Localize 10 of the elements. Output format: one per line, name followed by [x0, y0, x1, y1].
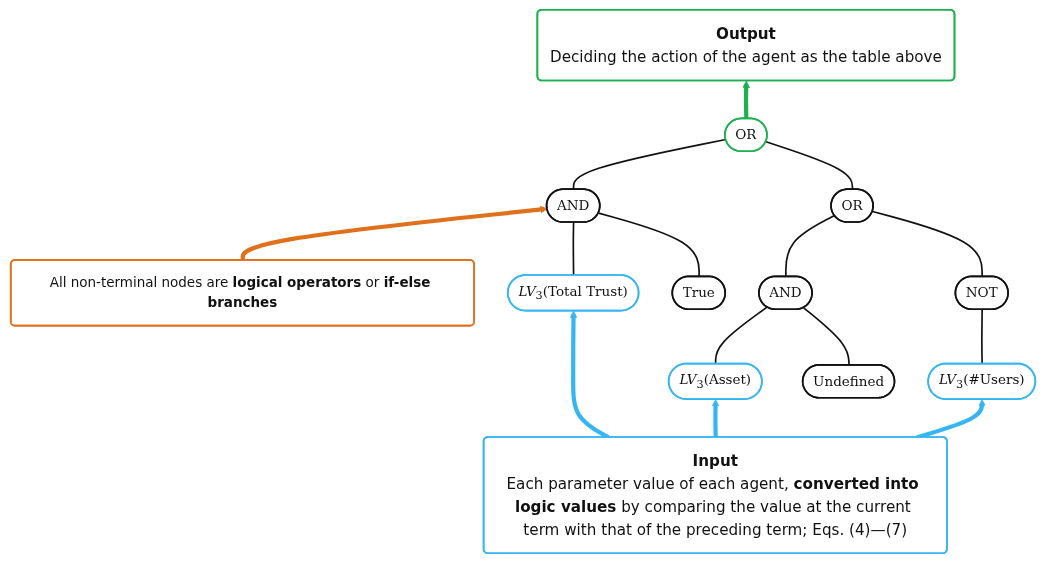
- arrow: [711, 399, 720, 438]
- connector: [572, 138, 727, 191]
- arrow: [742, 80, 750, 119]
- connector: [871, 210, 983, 278]
- connector: [981, 308, 983, 365]
- connector: [714, 306, 768, 365]
- arrow: [240, 205, 548, 261]
- connector: [572, 221, 575, 277]
- connector: [597, 212, 700, 278]
- connector: [765, 140, 854, 191]
